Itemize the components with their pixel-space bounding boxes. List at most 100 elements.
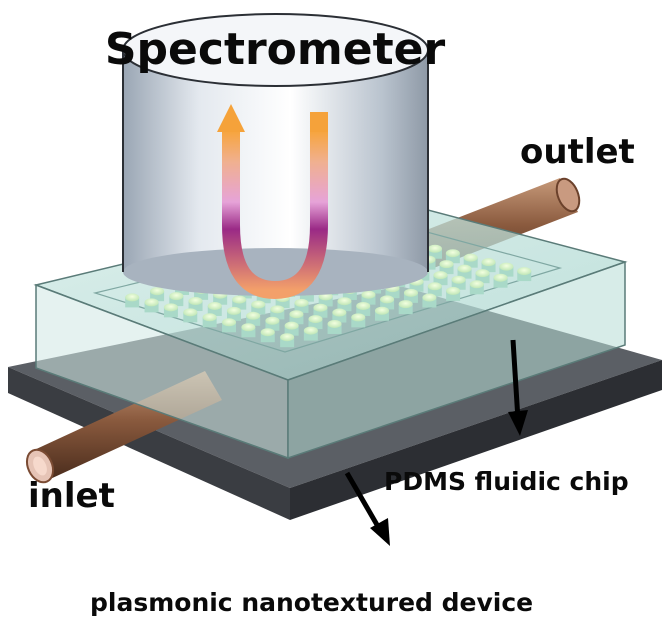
- nanopillar-body: [265, 320, 280, 331]
- nanopillar-top: [313, 303, 328, 312]
- nanopillar-body: [222, 322, 237, 333]
- nanopillar-body: [308, 319, 323, 330]
- nanopillar-top: [517, 267, 532, 276]
- nanopillar-top: [361, 290, 376, 299]
- spectrometer-bottom: [123, 248, 428, 296]
- nanopillar-body: [163, 307, 178, 318]
- device-side-face: [290, 360, 662, 520]
- nanopillar-body: [284, 325, 299, 336]
- nanopillar-body: [403, 292, 418, 303]
- nanopillar-top: [303, 326, 318, 335]
- light-path-u: [222, 130, 328, 300]
- nanopillar-body: [169, 296, 184, 307]
- nanopillar-body: [299, 291, 314, 302]
- nanopillar-top: [163, 303, 178, 312]
- nanopillar-body: [188, 301, 203, 312]
- nanopillar-body: [356, 305, 371, 316]
- nanopillar-top: [144, 298, 159, 307]
- nanopillar-body: [475, 273, 490, 284]
- nanopillar-body: [194, 289, 209, 300]
- nanopillar-top: [202, 313, 217, 322]
- nanopillar-top: [481, 258, 496, 267]
- nanopillar-body: [303, 330, 318, 341]
- nanopillar-top: [351, 313, 366, 322]
- nanopillar-top: [222, 318, 237, 327]
- nanopillar-top: [289, 310, 304, 319]
- nanopillar-top: [475, 269, 490, 278]
- nanopillar-body: [433, 275, 448, 286]
- nanopillar-body: [337, 301, 352, 312]
- nanopillar-body: [481, 262, 496, 273]
- nanopillar-top: [427, 244, 442, 253]
- nanopillar-body: [318, 296, 333, 307]
- nanopillar-body: [445, 253, 460, 264]
- light-path: [217, 104, 328, 300]
- pdms-pointer-arrow: [508, 339, 528, 436]
- nanopillar-body: [289, 314, 304, 325]
- nanopillar-top: [380, 295, 395, 304]
- nanopillar-body: [439, 264, 454, 275]
- nanopillar-top: [260, 328, 275, 337]
- pdms-chip-label: PDMS fluidic chip: [384, 467, 629, 496]
- nanopillar-top: [280, 333, 295, 342]
- nanopillar-top: [427, 282, 442, 291]
- nanopillar-body: [361, 294, 376, 305]
- nanopillar-body: [125, 297, 140, 308]
- nanopillar-body: [294, 302, 309, 313]
- nanopillar-body: [380, 299, 395, 310]
- nanopillar-top: [374, 306, 389, 315]
- nanopillar-body: [332, 312, 347, 323]
- nanopillar-body: [493, 277, 508, 288]
- nanopillar-body: [327, 323, 342, 334]
- nanopillar-body: [246, 315, 261, 326]
- nanopillar-top: [457, 264, 472, 273]
- nanopillar-body: [260, 332, 275, 343]
- nanopillar-top: [499, 262, 514, 271]
- nanopillar-top: [493, 273, 508, 282]
- nanopillar-top: [265, 316, 280, 325]
- nanopillar-top: [226, 306, 241, 315]
- nanopillar-top: [246, 311, 261, 320]
- chip-side-face: [287, 260, 626, 460]
- device-pointer-arrow: [344, 471, 390, 546]
- nanopillar-body: [517, 271, 532, 282]
- nanopillar-top: [207, 301, 222, 310]
- device-label: plasmonic nanotextured device: [90, 588, 533, 617]
- nanopillar-top: [188, 297, 203, 306]
- nanopillar-body: [183, 312, 198, 323]
- nanopillar-body: [313, 307, 328, 318]
- outlet-label: outlet: [520, 132, 635, 172]
- nanopillar-top: [294, 298, 309, 307]
- nanopillar-top: [327, 319, 342, 328]
- nanopillar-body: [280, 337, 295, 348]
- nanopillar-top: [451, 275, 466, 284]
- nanopillar-top: [270, 305, 285, 314]
- nanopillar-body: [499, 266, 514, 277]
- nanopillar-body: [446, 290, 461, 301]
- nanopillar-top: [463, 253, 478, 262]
- nanopillar-body: [232, 299, 247, 310]
- nanopillar-top: [445, 249, 460, 258]
- nanopillar-body: [241, 327, 256, 338]
- nanopillar-top: [232, 295, 247, 304]
- spectrometer-label: Spectrometer: [105, 24, 446, 75]
- spectrometer: Spectrometer: [105, 13, 446, 296]
- nanopillar-body: [463, 257, 478, 268]
- nanopillar-body: [469, 284, 484, 295]
- nanopillar-top: [403, 288, 418, 297]
- nanopillar-body: [374, 310, 389, 321]
- nanopillar-body: [144, 302, 159, 313]
- nanopillar-body: [451, 279, 466, 290]
- nanopillar-body: [251, 304, 266, 315]
- nanopillar-body: [202, 317, 217, 328]
- nanopillar-body: [409, 281, 424, 292]
- nanopillar-body: [150, 291, 165, 302]
- nanopillar-body: [351, 317, 366, 328]
- nanopillar-top: [433, 271, 448, 280]
- light-arrow-head: [217, 104, 245, 132]
- nanopillar-top: [356, 301, 371, 310]
- nanopillar-top: [422, 293, 437, 302]
- nanopillar-body: [213, 294, 228, 305]
- nanopillar-body: [275, 298, 290, 309]
